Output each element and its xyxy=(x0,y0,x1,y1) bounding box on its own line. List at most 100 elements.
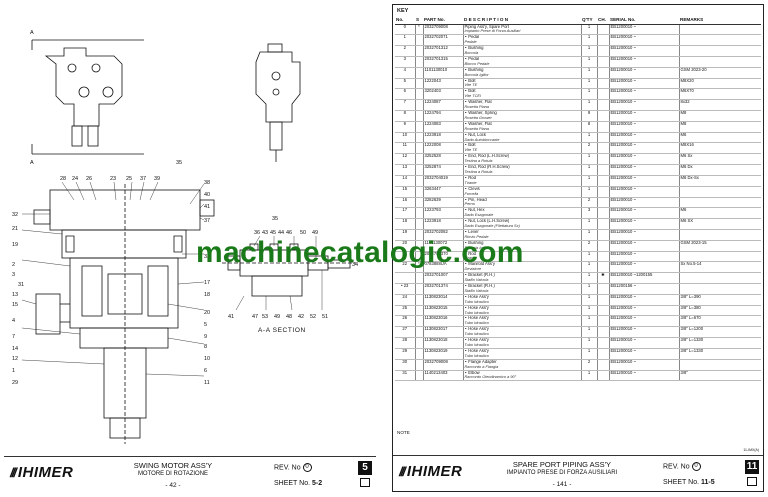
desc-en: ∘ Hose Ass'y xyxy=(464,294,489,299)
cell-qty: 1 xyxy=(580,175,597,187)
cell-serial: EB1200010 ~ xyxy=(608,56,679,68)
cell-part-no: 1223918 xyxy=(422,132,463,144)
cell-remarks: Sx No.5-14 xyxy=(678,261,761,274)
cell-ch xyxy=(596,186,609,198)
cell-qty: 1 xyxy=(580,56,597,68)
cell-description: ∘ Nut, Lock (L.H.Screw)Dado Esagonale (F… xyxy=(462,218,581,230)
cell-no: 15 xyxy=(395,186,415,198)
cell-serial: EB1200010 ~ xyxy=(608,315,679,328)
cell-ch xyxy=(596,229,609,241)
cell-qty: 1 xyxy=(580,186,597,198)
cell-remarks: M6 xyxy=(678,207,761,220)
cell-description: ∘ Bracket (R.H.)Staffa Valvola xyxy=(462,283,581,295)
cell-description: ∘ End, Rod (L.H.Screw)Testina a Rotula xyxy=(462,153,581,166)
cell-no: 21 xyxy=(395,251,415,263)
cell-remarks xyxy=(678,359,761,371)
cell-ch xyxy=(596,175,609,187)
svg-text:14: 14 xyxy=(12,346,18,352)
svg-text:7: 7 xyxy=(12,334,15,340)
cell-remarks: M8X16 xyxy=(678,142,761,155)
title-it: IMPIANTO PRESE DI FORZA AUSILIARI xyxy=(506,470,618,476)
cell-qty: 1 xyxy=(580,78,597,90)
cell-no: 27 xyxy=(395,326,415,339)
title-en: SPARE PORT PIPING ASS'Y xyxy=(512,460,612,469)
cell-ch xyxy=(596,99,609,111)
svg-text:4: 4 xyxy=(12,318,15,324)
svg-text:11: 11 xyxy=(204,380,210,386)
cell-remarks: M6 Sx xyxy=(678,153,761,166)
cell-qty: 1 xyxy=(580,67,597,79)
cell-ch xyxy=(596,121,609,133)
cell-serial: EB1200010 ~ xyxy=(608,207,679,220)
svg-text:9: 9 xyxy=(204,334,207,340)
cell-remarks: 3/8" L=380 xyxy=(678,305,761,317)
cell-part-no: 3252528 xyxy=(422,153,463,166)
cell-s xyxy=(414,132,423,144)
cell-qty: 1 xyxy=(580,294,597,306)
cell-s xyxy=(414,197,423,209)
cell-no: 18 xyxy=(395,218,415,230)
cell-ch xyxy=(596,261,609,274)
cell-remarks: M6 Dx xyxy=(678,164,761,176)
cell-ch xyxy=(596,337,609,349)
desc-it: Dado Autobloccante xyxy=(464,136,500,142)
cell-serial: EB1200010 ~ xyxy=(608,197,679,209)
desc-en: ∘ End, Rod (R.H.Screw) xyxy=(464,164,510,170)
cell-s xyxy=(414,370,423,382)
cell-serial: EB1200010 ~ xyxy=(608,305,679,317)
cell-serial: EB1200010 ~ xyxy=(608,110,679,122)
cell-remarks xyxy=(678,186,761,198)
watermark: machinecatalogic.com xyxy=(196,236,524,269)
cell-s xyxy=(414,153,423,166)
cell-qty: 2 xyxy=(580,240,597,252)
desc-it: Vite TCEI xyxy=(464,93,482,99)
cell-qty: 2 xyxy=(580,142,597,155)
svg-text:51: 51 xyxy=(322,314,328,320)
page-number: - 42 - xyxy=(165,482,181,489)
svg-text:21: 21 xyxy=(12,226,18,232)
cell-ch xyxy=(596,251,609,263)
cell-ch xyxy=(596,45,609,57)
desc-it: Boccola Igilior xyxy=(464,244,489,250)
cell-remarks: GSM 2023-15 xyxy=(678,240,761,252)
desc-en: ∘ Bolt xyxy=(464,142,476,148)
cell-description: ∘ End, Rod (R.H.Screw)Testina a Rotula xyxy=(462,164,581,176)
cell-no: 13 xyxy=(395,164,415,176)
desc-en: ∘ Hose Ass'y xyxy=(464,315,489,321)
desc-it: Blocco Pedale xyxy=(464,60,490,66)
cell-serial: EB1200010 ~ xyxy=(608,370,679,382)
svg-text:50: 50 xyxy=(300,230,306,236)
rev-field: REV. No 0 xyxy=(663,462,701,471)
cell-qty: 1 xyxy=(580,337,597,349)
cell-part-no: 0783888UA xyxy=(422,261,463,274)
cell-remarks xyxy=(678,45,761,57)
header-serial: SERIAL No. xyxy=(609,15,679,25)
cell-part-no: 2032702082 xyxy=(422,229,463,241)
cell-s xyxy=(414,315,423,328)
checkbox-icon xyxy=(360,478,370,487)
svg-text:42: 42 xyxy=(298,314,304,320)
cell-ch xyxy=(596,153,609,166)
cell-no: 20 xyxy=(395,240,415,252)
desc-en: ∘ Hose Ass'y xyxy=(464,348,489,353)
desc-en: ∘ Bushing xyxy=(464,67,484,72)
desc-en: ∘ Lever xyxy=(464,229,479,234)
cell-ch xyxy=(596,56,609,68)
cell-qty: 1 xyxy=(580,99,597,111)
cell-serial: EB1200010 ~ xyxy=(608,359,679,371)
cell-s xyxy=(414,229,423,241)
cell-serial: EB1200010 ~ xyxy=(608,326,679,339)
desc-it: Vite TE xyxy=(464,147,478,153)
cell-remarks xyxy=(678,251,761,263)
